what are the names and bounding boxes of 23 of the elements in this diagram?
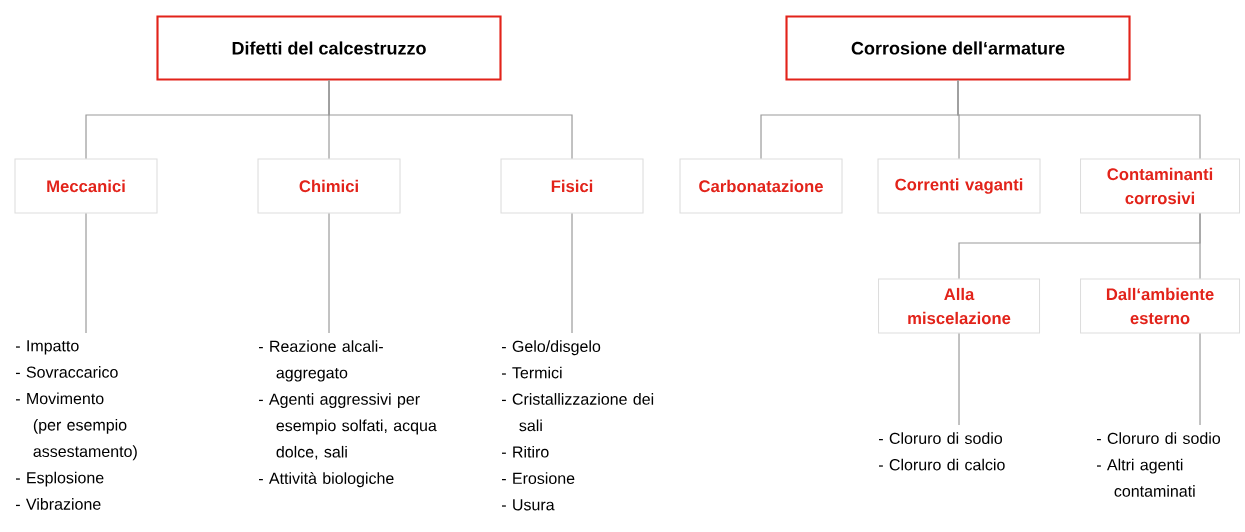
- connector-line: [328, 212, 330, 334]
- connector-line: [85, 212, 87, 334]
- category-box: Carbonatazione: [679, 158, 843, 214]
- category-box: Fisici: [500, 158, 644, 214]
- connector-line: [957, 79, 1201, 160]
- category-box: Chimici: [257, 158, 401, 214]
- category-box: Alla miscelazione: [877, 278, 1041, 334]
- connector-line: [958, 332, 960, 426]
- category-box: Correnti vaganti: [877, 158, 1041, 214]
- connector-line: [1199, 332, 1201, 426]
- category-box: Meccanici: [14, 158, 158, 214]
- bullet-list: - Impatto - Sovraccarico - Movimento (per esempio assestamento) - Esplosione - Vibrazione: [16, 340, 137, 510]
- category-box: Contaminanti corrosivi: [1080, 158, 1241, 214]
- connector-line: [571, 212, 573, 334]
- connector-line: [1199, 212, 1201, 280]
- bullet-list: - Cloruro di sodio - Altri agenti contaminati: [1097, 432, 1221, 497]
- bullet-list: - Reazione alcali-aggregato - Agenti aggressivi per esempio solfati, acqua dolce, sali - Attività biologiche: [259, 340, 437, 488]
- bullet-list: - Cloruro di sodio - Cloruro di calcio: [879, 432, 1005, 471]
- title-box: Corrosione dell‘armature: [785, 15, 1131, 81]
- title-box: Difetti del calcestruzzo: [156, 15, 502, 81]
- bullet-list: - Gelo/disgelo - Termici - Cristallizzazione dei sali - Ritiro - Erosione - Usura: [502, 340, 654, 511]
- connector-line: [328, 79, 573, 160]
- category-box: Dall‘ambiente esterno: [1080, 278, 1241, 334]
